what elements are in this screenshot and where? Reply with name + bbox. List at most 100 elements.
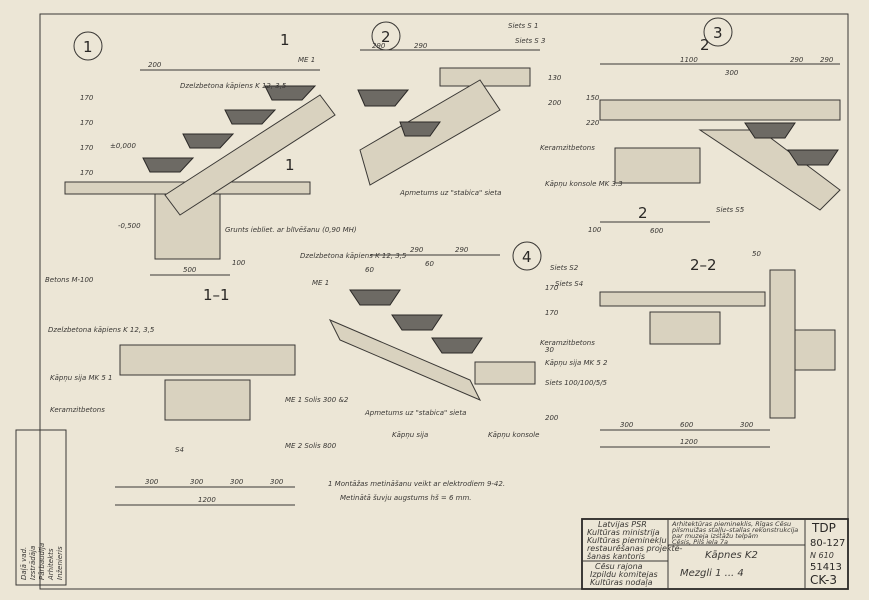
dim-label: 300 xyxy=(740,421,754,429)
section-1-1: 1–1 Dzelzbetona kāpiens K 12, 3,5 Kāpņu … xyxy=(48,286,349,506)
approval-stamp: Daļā vad. Izstrādāja Pārbaudīja Arhitekt… xyxy=(15,429,67,586)
drawing-label: Kultūras pieminekļu xyxy=(587,536,667,545)
drawing-line xyxy=(769,269,796,419)
drawing-line xyxy=(224,109,277,125)
drawing-label: Izpildu komitejas xyxy=(590,570,658,579)
sheet-border xyxy=(39,13,849,590)
callout-label: Keramzitbetons xyxy=(540,144,595,152)
dim-label: 30 xyxy=(545,346,554,354)
callout-label: S4 xyxy=(175,446,184,454)
drawing-line xyxy=(357,89,410,107)
dim-label: 170 xyxy=(80,94,94,102)
dim-label: 300 xyxy=(230,478,244,486)
drawing-label: Kultūras ministrija xyxy=(587,528,660,537)
drawing-line xyxy=(698,129,841,211)
level-label: ±0,000 xyxy=(110,142,136,150)
drawing-label: Arhitekts xyxy=(47,548,55,581)
view-1: 1 200 Dzelzbetona kāpiens K 12, 3,5 ME 1… xyxy=(45,31,357,284)
dim-label: 290 xyxy=(790,56,804,64)
drawing-line xyxy=(599,99,841,121)
dim-label: 100 xyxy=(232,259,246,267)
section-mark: 2 xyxy=(700,36,710,54)
drawing-label: Latvijas PSR xyxy=(598,520,647,529)
drawing-label: N 610 xyxy=(810,551,834,560)
view-4: 4 290 290 60 60 Dzelzbetona kāpiens K 12… xyxy=(300,241,559,439)
section-mark: 2 xyxy=(638,204,648,222)
drawing-label: TDP xyxy=(811,521,836,535)
drawing-line xyxy=(581,518,849,590)
drawing-line xyxy=(164,94,336,216)
drawing-line xyxy=(182,133,235,149)
callout-label: Dzelzbetona kāpiens K 12, 3,5 xyxy=(48,326,155,334)
section-mark: 1 xyxy=(285,156,295,174)
callout-label: Siets S 3 xyxy=(515,37,545,45)
level-label: -0,500 xyxy=(118,222,141,230)
dim-label: 300 xyxy=(145,478,159,486)
callout-label: Apmetums uz "stabica" sieta xyxy=(399,189,501,197)
dim-label: 300 xyxy=(725,69,739,77)
callout-label: ME 2 Solis 800 xyxy=(285,442,337,450)
callout-label: Kāpņu konsole xyxy=(488,431,539,439)
drawing-label: 80-127 xyxy=(810,538,845,549)
dim-label: 600 xyxy=(680,421,694,429)
drawing-line xyxy=(264,85,317,101)
sheet-number: CK-3 xyxy=(810,573,837,587)
dim-label: 100 xyxy=(588,226,602,234)
drawing-label: šanas kantoris xyxy=(587,551,645,561)
dim-label: 300 xyxy=(620,421,634,429)
dim-label: 60 xyxy=(425,260,434,268)
dim-label: 150 xyxy=(586,94,600,102)
note-1: 1 Montāžas metināšanu veikt ar elektrodi… xyxy=(328,480,505,488)
dim-label: 1200 xyxy=(198,496,216,504)
dim-label: 170 xyxy=(80,144,94,152)
dim-label: 290 xyxy=(372,42,386,50)
dim-label: 1100 xyxy=(680,56,698,64)
callout-label: Kāpņu sija xyxy=(392,431,428,439)
drawing-label: Cēsu rajona xyxy=(595,562,643,571)
drawing-line xyxy=(599,291,766,307)
dim-label: 290 xyxy=(410,246,424,254)
dim-label: 60 xyxy=(365,266,374,274)
section-mark: 1 xyxy=(280,31,290,49)
section-2-2: 2–2 Siets S2 Siets S4 Keramzitbetons Kāp… xyxy=(540,250,836,448)
callout-label: Siets S4 xyxy=(555,280,583,288)
callout-label: Kāpņu sija MK 5 1 xyxy=(50,374,112,382)
drawing-label: Pārbaudīja xyxy=(38,543,46,580)
dim-label: 290 xyxy=(455,246,469,254)
callout-label: Siets 100/100/5/5 xyxy=(545,379,608,387)
view-2: 2 290 290 Siets S 1 Siets S 3 Apmetums u… xyxy=(357,21,562,197)
drawing-line xyxy=(349,289,401,306)
drawing-label: Inženieris xyxy=(56,546,64,580)
dim-label: 220 xyxy=(586,119,600,127)
drawing-line xyxy=(614,147,701,184)
drawing-line xyxy=(15,429,67,586)
drawing-label: Daļā vad. xyxy=(20,547,28,580)
dim-label: 170 xyxy=(80,119,94,127)
drawing-line xyxy=(744,122,796,139)
drawing-label: Izstrādāja xyxy=(29,546,37,580)
drawing-line xyxy=(794,329,836,371)
callout-label: Siets S 1 xyxy=(508,22,538,30)
drawing-line xyxy=(787,149,839,166)
sheet-title: Kāpnes K2 xyxy=(705,550,758,561)
section-title: 2–2 xyxy=(690,256,717,274)
dim-label: 170 xyxy=(545,309,559,317)
dim-label: 170 xyxy=(80,169,94,177)
drawing-line xyxy=(431,337,483,354)
dim-label: 200 xyxy=(545,414,559,422)
drawing-line xyxy=(142,157,195,173)
drawing-line xyxy=(703,17,733,47)
drawing-label: par muzeja izstāžu telpām xyxy=(671,532,758,540)
drawing-label: restaurēšanas projektē- xyxy=(587,543,683,553)
view-marker-label: 1 xyxy=(83,38,93,56)
drawing-label: Arhitektūras piemineklis, Rīgas Cēsu xyxy=(671,520,791,528)
callout-label: ME 1 xyxy=(298,56,315,64)
title-block: Latvijas PSR Kultūras ministrija Kultūra… xyxy=(581,518,849,590)
view-3: 3 1100 300 290 290 Keramzitbetons Kāpņu … xyxy=(540,17,841,235)
dim-label: 170 xyxy=(545,284,559,292)
drawing-line xyxy=(439,67,531,87)
callout-label: Siets S2 xyxy=(550,264,579,272)
callout-label: ME 1 xyxy=(312,279,329,287)
callout-label: Betons M-100 xyxy=(45,276,94,284)
callout-label: Keramzitbetons xyxy=(50,406,105,414)
